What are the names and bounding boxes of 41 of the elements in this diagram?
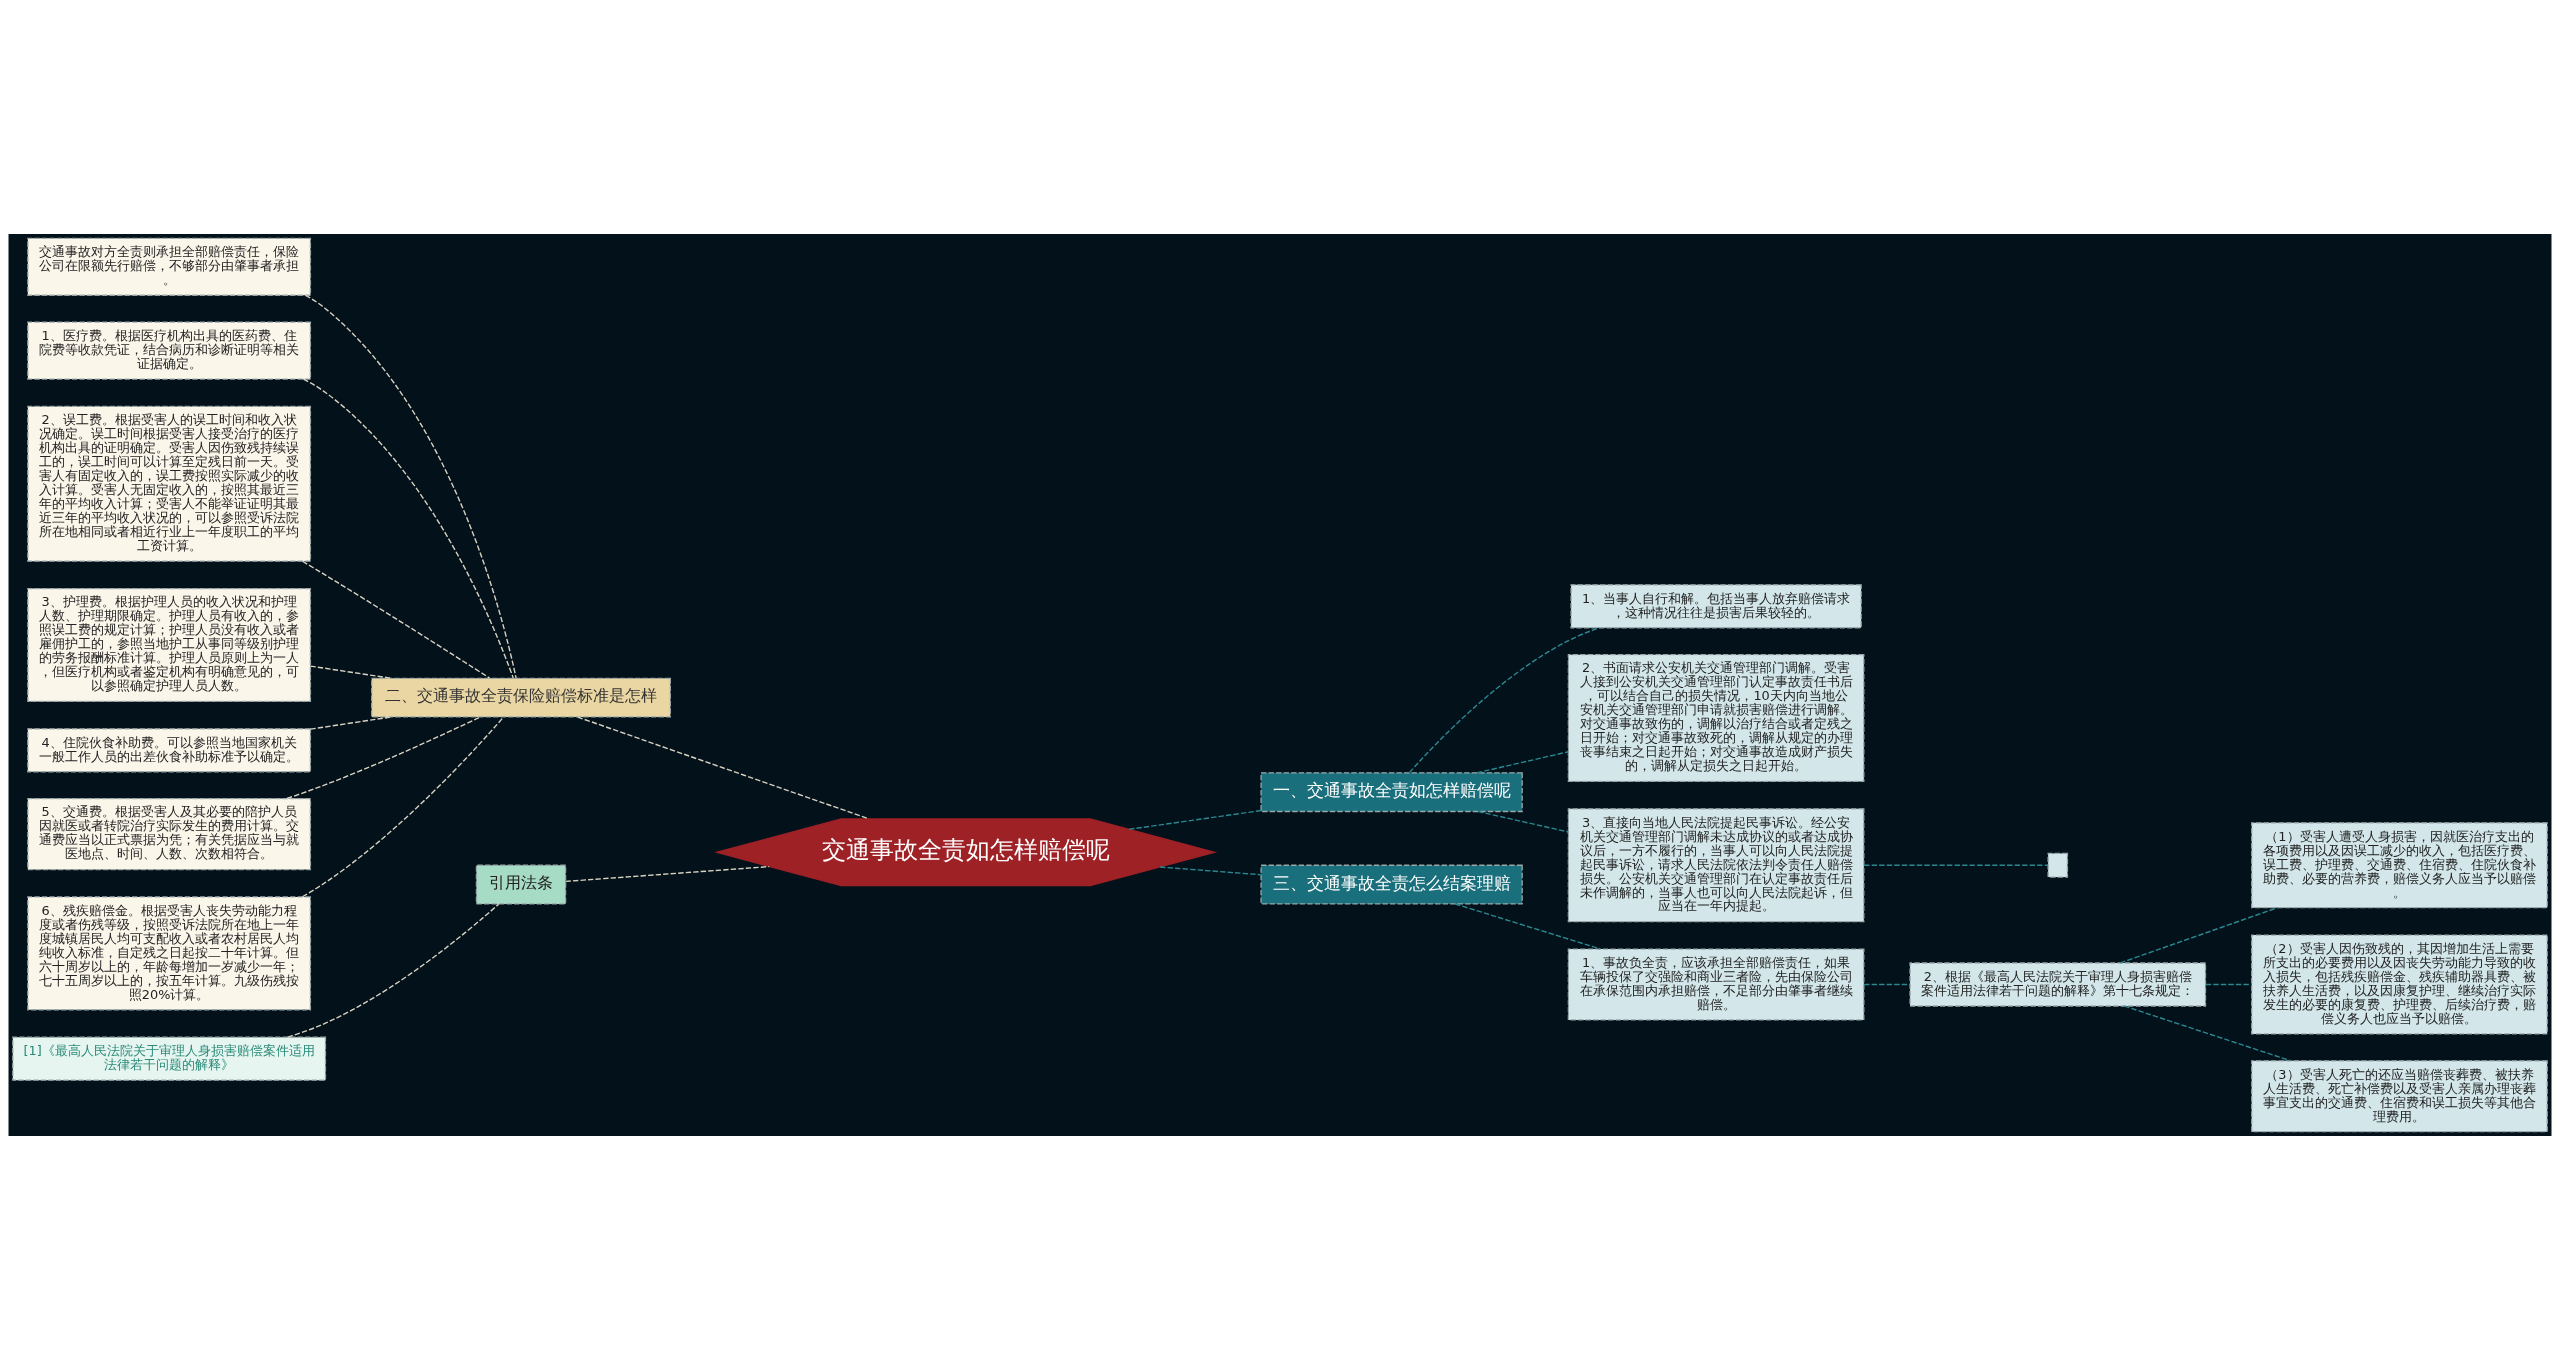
node-box: 5、交通费。根据受害人及其必要的陪护人员因就医或者转院治疗实际发生的费用计算。交通费应当以正式票据为凭；有关凭据应当与就医地点、时间、人数、次数相符合。 [27, 797, 312, 870]
node-box: 2、书面请求公安机关交通管理部门调解。受害人接到公安机关交通管理部门认定事故责任书后，可以结合自己的损失情况，10天内向当地公安机关交通管理部门申请就损害赔偿进行调解。对交通事故致伤的，调解以治疗结合或者定残之日开始；对交通事故致死的，调解从规定的办理丧事结束之日起开始；对交通事故造成财产损失的，调解从定损失之日起开始。 [1567, 653, 1865, 782]
connector [1477, 810, 1569, 833]
connector [304, 294, 517, 679]
node-box: 交通事故对方全责则承担全部赔偿责任，保险公司在限额先行赔偿，不够部分由肇事者承担。 [27, 237, 312, 296]
connector [301, 715, 505, 897]
connector [1863, 983, 1911, 985]
connector [1863, 864, 2049, 866]
connector [577, 715, 870, 820]
connector [1408, 626, 1600, 773]
connector [565, 865, 770, 882]
connector [1159, 865, 1262, 875]
node-box [2047, 852, 2069, 878]
node-box: 1、当事人自行和解。包括当事人放弃赔偿请求，这种情况往往是损害后果较轻的。 [1570, 583, 1862, 628]
node-box: 1、事故负全责，应该承担全部赔偿责任，如果车辆投保了交强险和商业三者险，先由保险公司在承保范围内承担赔偿，不足部分由肇事者继续赔偿。 [1567, 947, 1865, 1021]
connector [2123, 1004, 2292, 1061]
connector [302, 377, 514, 679]
connector [286, 715, 481, 799]
node-box: 引用法条 [475, 864, 567, 905]
node-box: 3、直接向当地人民法院提起民事诉讼。经公安机关交通管理部门调解未达成协议的或者达成协议后，一方不履行的，当事人可以向人民法院提起民事诉讼，请求人民法院依法判令责任人赔偿损失。公安机关交通管理部门在认定事故责任后未作调解的，当事人也可以向人民法院起诉，但应当在一年内提起。 [1567, 807, 1865, 922]
node-box: （3）受害人死亡的还应当赔偿丧葬费、被扶养人生活费、死亡补偿费以及受害人亲属办理丧葬事宜支出的交通费、住宿费和误工损失等其他合理费用。 [2251, 1059, 2548, 1132]
node-box: 6、残疾赔偿金。根据受害人丧失劳动能力程度或者伤残等级，按照受诉法院所在地上一年度城镇居民人均可支配收入或者农村居民人均纯收入标准，自定残之日起按二十年计算。但六十周岁以上的，年龄每增加一岁减少一年；七十五周岁以上的，按五年计算。九级伤残按照20%计算。 [27, 895, 312, 1010]
node-box: 4、住院伙食补助费。可以参照当地国家机关一般工作人员的出差伙食补助标准予以确定。 [27, 727, 312, 772]
node-box: 二、交通事故全责保险赔偿标准是怎样 [371, 677, 671, 718]
node-box: [1]《最高人民法院关于审理人身损害赔偿案件适用法律若干问题的解释》 [12, 1036, 327, 1081]
connector [1128, 809, 1262, 830]
connector [309, 664, 392, 679]
node-box: （2）受害人因伤致残的，其因增加生活上需要所支出的必要费用以及因丧失劳动能力导致的收入损失，包括残疾赔偿金、残疾辅助器具费、被扶养人生活费，以及因康复护理、继续治疗实际发生的必要的康复费、护理费、后续治疗费，赔偿义务人也应当予以赔偿。 [2251, 933, 2548, 1035]
connector [2119, 906, 2279, 964]
node-box: 1、医疗费。根据医疗机构出具的医药费、住院费等收款凭证，结合病历和诊断证明等相关证据确定。 [27, 320, 312, 380]
node-box: 3、护理费。根据护理人员的收入状况和护理人数、护理期限确定。护理人员有收入的，参照误工费的规定计算；护理人员没有收入或者雇佣护工的，参照当地护工从事同等级别护理的劳务报酬标准计算。护理人员原则上为一人，但医疗机构或者鉴定机构有明确意见的，可以参照确定护理人员人数。 [27, 587, 312, 702]
connector [309, 715, 392, 730]
node-box: 一、交通事故全责如怎样赔偿呢 [1260, 771, 1523, 812]
connector [1454, 902, 1602, 950]
node-box: 2、根据《最高人民法院关于审理人身损害赔偿案件适用法律若干问题的解释》第十七条规定： [1909, 961, 2207, 1007]
node-box: 三、交通事故全责怎么结案理赔 [1260, 864, 1523, 905]
node-box: 2、误工费。根据受害人的误工时间和收入状况确定。误工时间根据受害人接受治疗的医疗机构出具的证明确定。受害人因伤致残持续误工的，误工时间可以计算至定残日前一天。受害人有固定收入的，误工费按照实际减少的收入计算。受害人无固定收入的，按照其最近三年的平均收入计算；受害人不能举证证明其最近三年的平均收入状况的，可以参照受诉法院所在地相同或者相近行业上一年度职工的平均工资计算。 [27, 405, 312, 562]
connector [1476, 750, 1569, 773]
connector [301, 560, 491, 679]
node-box: （1）受害人遭受人身损害，因就医治疗支出的各项费用以及因误工减少的收入，包括医疗费、误工费、护理费、交通费、住宿费、住院伙食补助费、必要的营养费，赔偿义务人应当予以赔偿。 [2251, 821, 2548, 908]
connector [286, 902, 500, 1038]
